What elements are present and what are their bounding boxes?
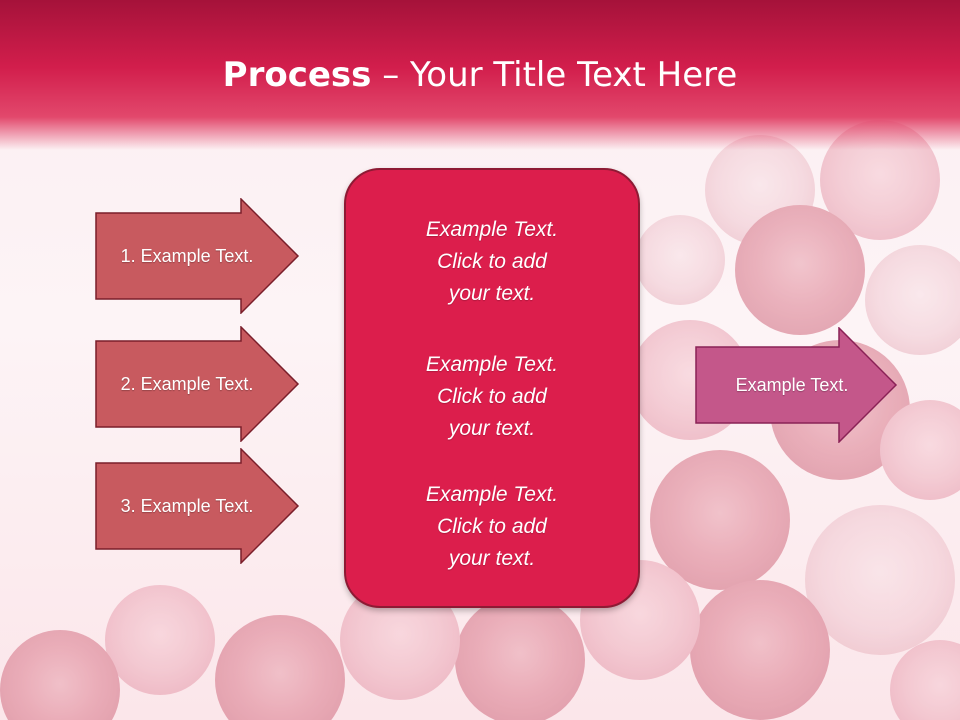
- center-text-block-2[interactable]: Example Text. Click to add your text.: [346, 349, 638, 445]
- center-block-3-line-3: your text.: [448, 547, 536, 570]
- title-separator: –: [371, 55, 411, 95]
- arrow-shape: [95, 448, 300, 564]
- left-arrow-2[interactable]: 2. Example Text.: [95, 326, 301, 442]
- center-block-2-line-2: Click to add: [437, 385, 547, 408]
- title-bold: Process: [222, 55, 372, 95]
- arrow-shape: [695, 327, 898, 443]
- left-arrow-1-label: 1. Example Text.: [120, 245, 254, 266]
- center-block-2-line-1: Example Text.: [425, 353, 559, 376]
- center-block-3-line-2: Click to add: [437, 515, 547, 538]
- center-text-block-3[interactable]: Example Text. Click to add your text.: [346, 479, 638, 575]
- center-block-2-line-3: your text.: [448, 417, 536, 440]
- center-block-1-line-1: Example Text.: [425, 218, 559, 241]
- left-arrow-3-label: 3. Example Text.: [120, 495, 254, 516]
- center-block-1-line-3: your text.: [448, 282, 536, 305]
- left-arrow-2-label: 2. Example Text.: [120, 373, 254, 394]
- right-arrow-label: Example Text.: [735, 374, 849, 395]
- center-content-box[interactable]: Example Text. Click to add your text. Ex…: [344, 168, 640, 608]
- center-block-1-line-2: Click to add: [437, 250, 547, 273]
- title-bar: [0, 0, 960, 150]
- slide-title[interactable]: Process – Your Title Text Here: [0, 52, 960, 98]
- right-arrow[interactable]: Example Text.: [695, 327, 899, 443]
- arrow-shape: [95, 198, 300, 314]
- left-arrow-3[interactable]: 3. Example Text.: [95, 448, 301, 564]
- center-block-3-line-1: Example Text.: [425, 483, 559, 506]
- center-text-block-1[interactable]: Example Text. Click to add your text.: [346, 214, 638, 310]
- arrow-shape: [95, 326, 300, 442]
- left-arrow-1[interactable]: 1. Example Text.: [95, 198, 301, 314]
- title-rest: Your Title Text Here: [410, 55, 738, 95]
